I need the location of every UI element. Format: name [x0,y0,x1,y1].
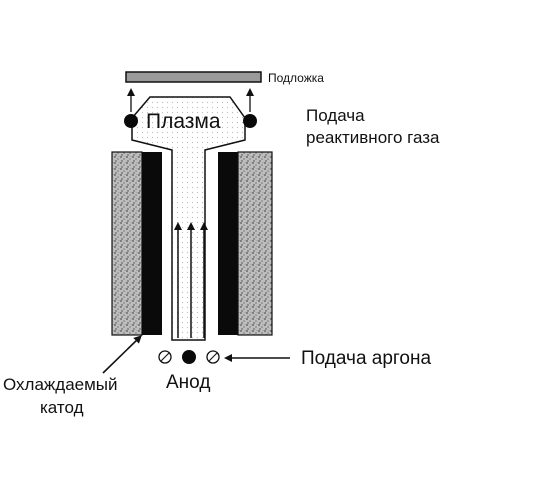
reactive-gas-inlet-left [124,114,138,128]
reactive-gas-label-line2: реактивного газа [306,128,440,147]
cathode-left-speckled [111,151,143,336]
argon-feed-label: Подача аргона [301,348,431,369]
cathode-left-dark [142,152,162,335]
substrate-plate [125,71,262,83]
anode-label: Анод [166,372,210,393]
argon-inlet-left-mark [160,352,170,362]
anode-dot [182,350,196,364]
cathode-right-dark [218,152,238,335]
cathode-pointer-arrow [102,335,142,374]
plasma-label: Плазма [146,110,221,133]
cathode-label-line2: катод [40,398,84,417]
reactive-gas-label-line1: Подача [306,106,365,125]
cathode-label-line1: Охлаждаемый [3,375,118,394]
plasma-region [131,96,246,341]
cathode-right-speckled [237,151,273,336]
reactive-gas-inlet-right [243,114,257,128]
substrate-label: Подложка [268,71,324,85]
argon-inlet-right-mark [208,352,218,362]
